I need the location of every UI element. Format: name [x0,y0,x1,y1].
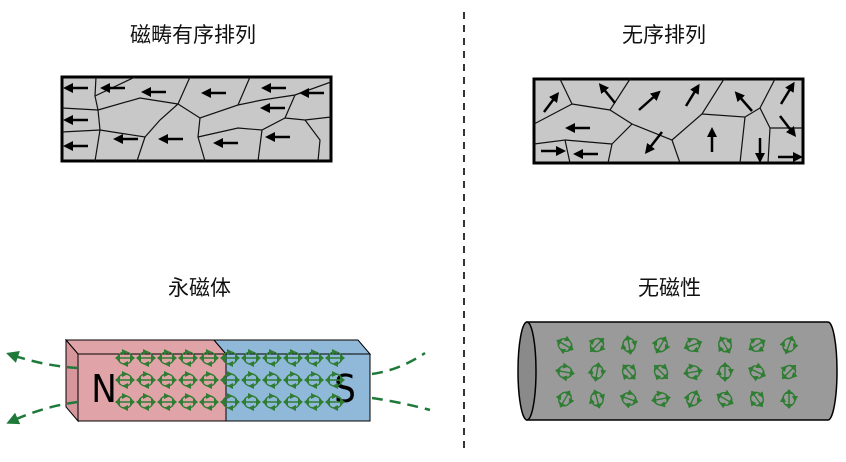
dipole-icon [683,389,703,409]
dipole-icon [262,393,282,411]
dipole-icon [749,390,765,408]
dipole-icon [620,335,638,355]
bar-magnet: N S [6,338,431,425]
dipole-icon [157,371,177,389]
disordered-domain-block [532,77,805,165]
dipole-icon [115,349,135,367]
north-pole-label: N [91,367,117,411]
dipole-icon [262,371,282,389]
title-permanent-magnet: 永磁体 [168,276,231,300]
ordered-domain-arrows [63,83,324,151]
dipole-icon [199,371,219,389]
dipole-icon [220,349,240,367]
field-line [6,400,79,425]
disordered-domain-arrows [541,81,803,163]
title-disordered-domains: 无序排列 [622,23,706,47]
dipole-icon [555,362,575,382]
domain-arrow [543,92,559,113]
dipole-icon [780,389,798,409]
dipole-icon [555,390,575,408]
dipole-icon [683,337,703,353]
domain-arrow [779,81,795,105]
dipole-icon [262,349,282,367]
dipole-icon [325,349,345,367]
domain-arrow [598,83,616,104]
dipole-icon [325,371,345,389]
title-non-magnetic: 无磁性 [638,276,701,300]
dipole-icon [779,335,799,355]
dipole-icon [556,335,574,355]
title-ordered-domains: 磁畴有序排列 [130,23,256,47]
dipole-icon [283,393,303,411]
dipole-icon [651,336,671,354]
dipole-icon [718,336,732,354]
field-line [6,351,79,370]
dipole-icon [283,371,303,389]
magnet-north-half [77,353,227,422]
dipole-icon [304,349,324,367]
dipole-icon [241,349,261,367]
dipole-icon [683,363,703,381]
magnet-side-face [65,338,79,423]
dipole-icon [716,362,734,382]
dipole-icon [283,349,303,367]
dipole-icon [220,393,240,411]
magnet-dipoles [115,349,345,411]
dipole-icon [747,362,767,382]
dipole-icon [748,338,766,352]
domain-arrow [684,83,700,107]
dipole-icon [115,393,135,411]
disordered-domain-rect [532,77,805,165]
dipole-icon [157,393,177,411]
dipole-icon [178,393,198,411]
cylinder-end-cap [517,321,537,421]
dipole-icon [199,349,219,367]
dipole-icon [621,363,637,381]
field-lines [6,351,431,425]
domain-arrow [779,115,797,137]
south-pole-label: S [334,367,356,411]
field-line [371,351,426,376]
magnet-south-half [225,353,371,422]
dipole-icon [136,349,156,367]
dipole-icon [220,371,240,389]
non-magnetic-cylinder [517,321,838,421]
dipole-icon [136,393,156,411]
dipole-icon [619,389,639,409]
dipole-icon [199,393,219,411]
dipole-icon [716,389,734,409]
dipole-icon [325,393,345,411]
dipole-icon [653,363,669,381]
domain-arrow [644,131,663,154]
dipole-icon [304,393,324,411]
dipole-icon [178,349,198,367]
dipole-icon [780,364,798,380]
ordered-domain-boundaries [62,77,331,161]
dipole-icon [651,390,671,408]
dipole-icon [304,371,324,389]
dipole-icon [136,371,156,389]
dipole-icon [589,389,605,409]
domain-arrow [638,90,661,111]
ordered-domain-block [60,75,333,163]
dipole-icon [241,393,261,411]
dipole-icon [115,371,135,389]
dipole-icon [178,371,198,389]
domain-arrow [734,91,753,112]
disordered-domain-boundaries [534,79,803,163]
dipole-icon [241,371,261,389]
dipole-icon [157,349,177,367]
dipole-icon [587,362,607,382]
field-line [371,396,431,412]
